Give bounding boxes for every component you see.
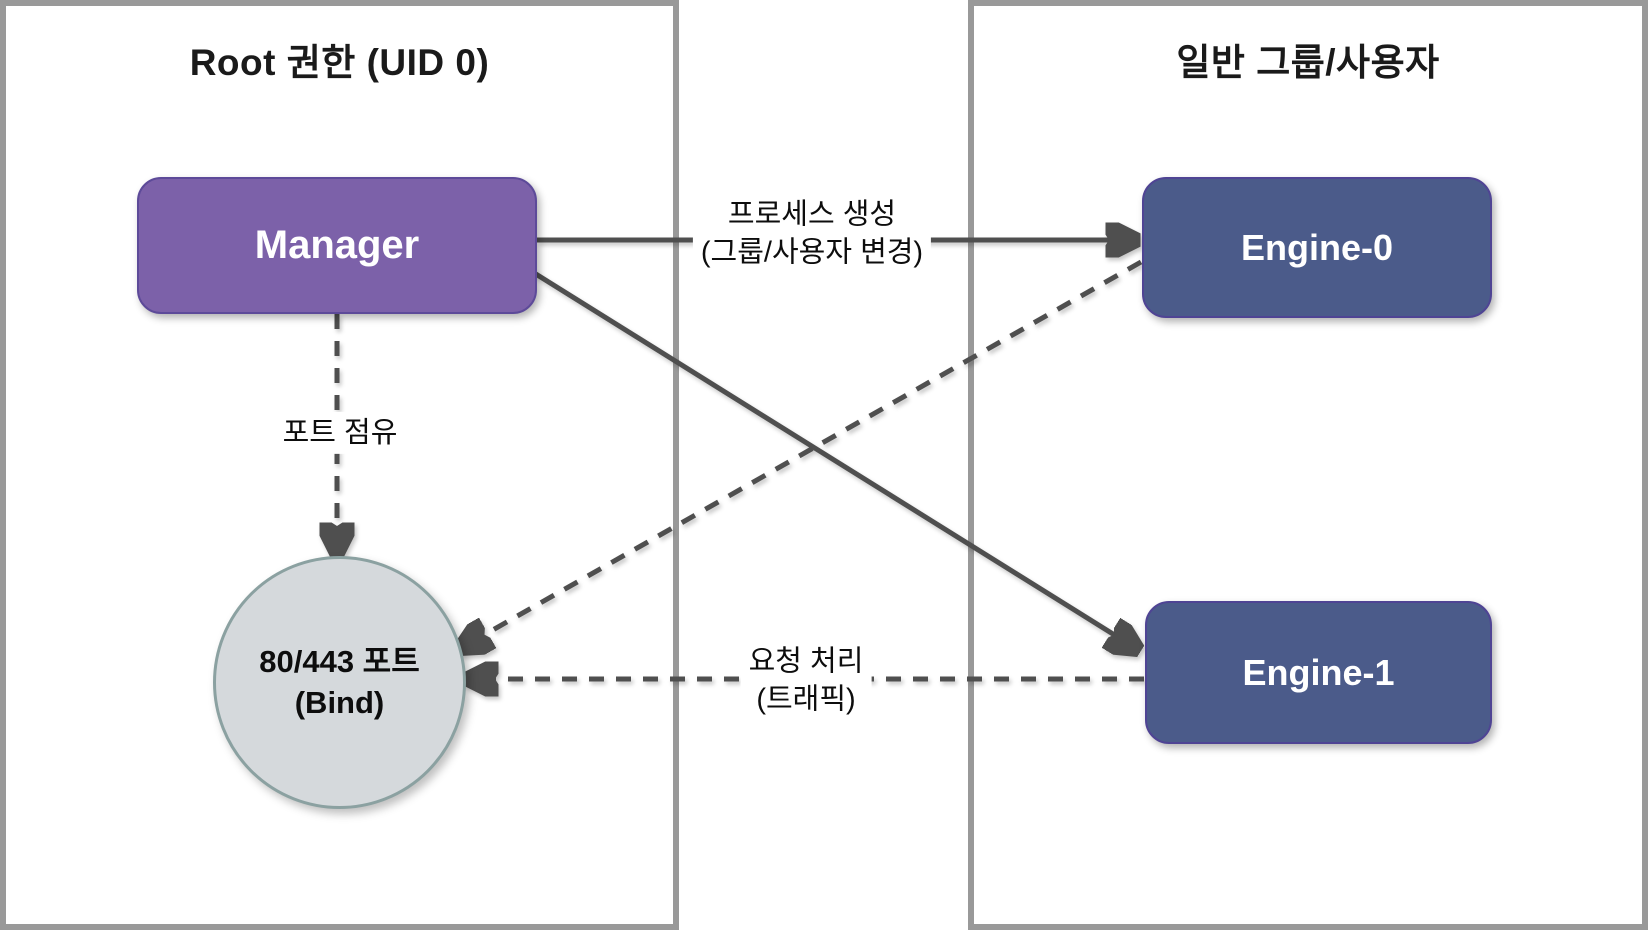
port-bind-node: 80/443 포트 (Bind) [213,556,466,809]
user-region-title: 일반 그룹/사용자 [1176,42,1440,83]
port-bind-label-line1: 80/443 포트 [259,644,420,680]
normal-user-region: 일반 그룹/사용자 [968,0,1648,930]
request-handling-edge-label: 요청 처리 (트래픽) [740,640,872,722]
edge-engine0-to-port-dashed-line [461,259,1143,648]
engine0-node-label: Engine-0 [1240,226,1393,268]
request-handling-label-line2: (트래픽) [756,684,856,716]
engine1-node-label: Engine-1 [1242,651,1395,693]
manager-node-label: Manager [254,223,420,267]
edge-manager-to-engine1-line [529,268,1137,649]
process-spawn-label-line1: 프로세스 생성 [727,198,897,231]
process-spawn-edge-label: 프로세스 생성 (그룹/사용자 변경) [692,193,932,275]
process-spawn-label-line2: (그룹/사용자 변경) [700,237,924,269]
port-bind-label-line2: (Bind) [294,684,385,720]
engine1-node: Engine-1 [1145,601,1492,744]
port-occupy-label-text: 포트 점유 [282,416,398,449]
root-region-title: Root 권한 (UID 0) [189,42,490,83]
engine0-node: Engine-0 [1142,177,1492,318]
request-handling-label-line1: 요청 처리 [748,645,864,678]
port-occupy-edge-label: 포트 점유 [274,411,406,455]
manager-node: Manager [137,177,537,314]
